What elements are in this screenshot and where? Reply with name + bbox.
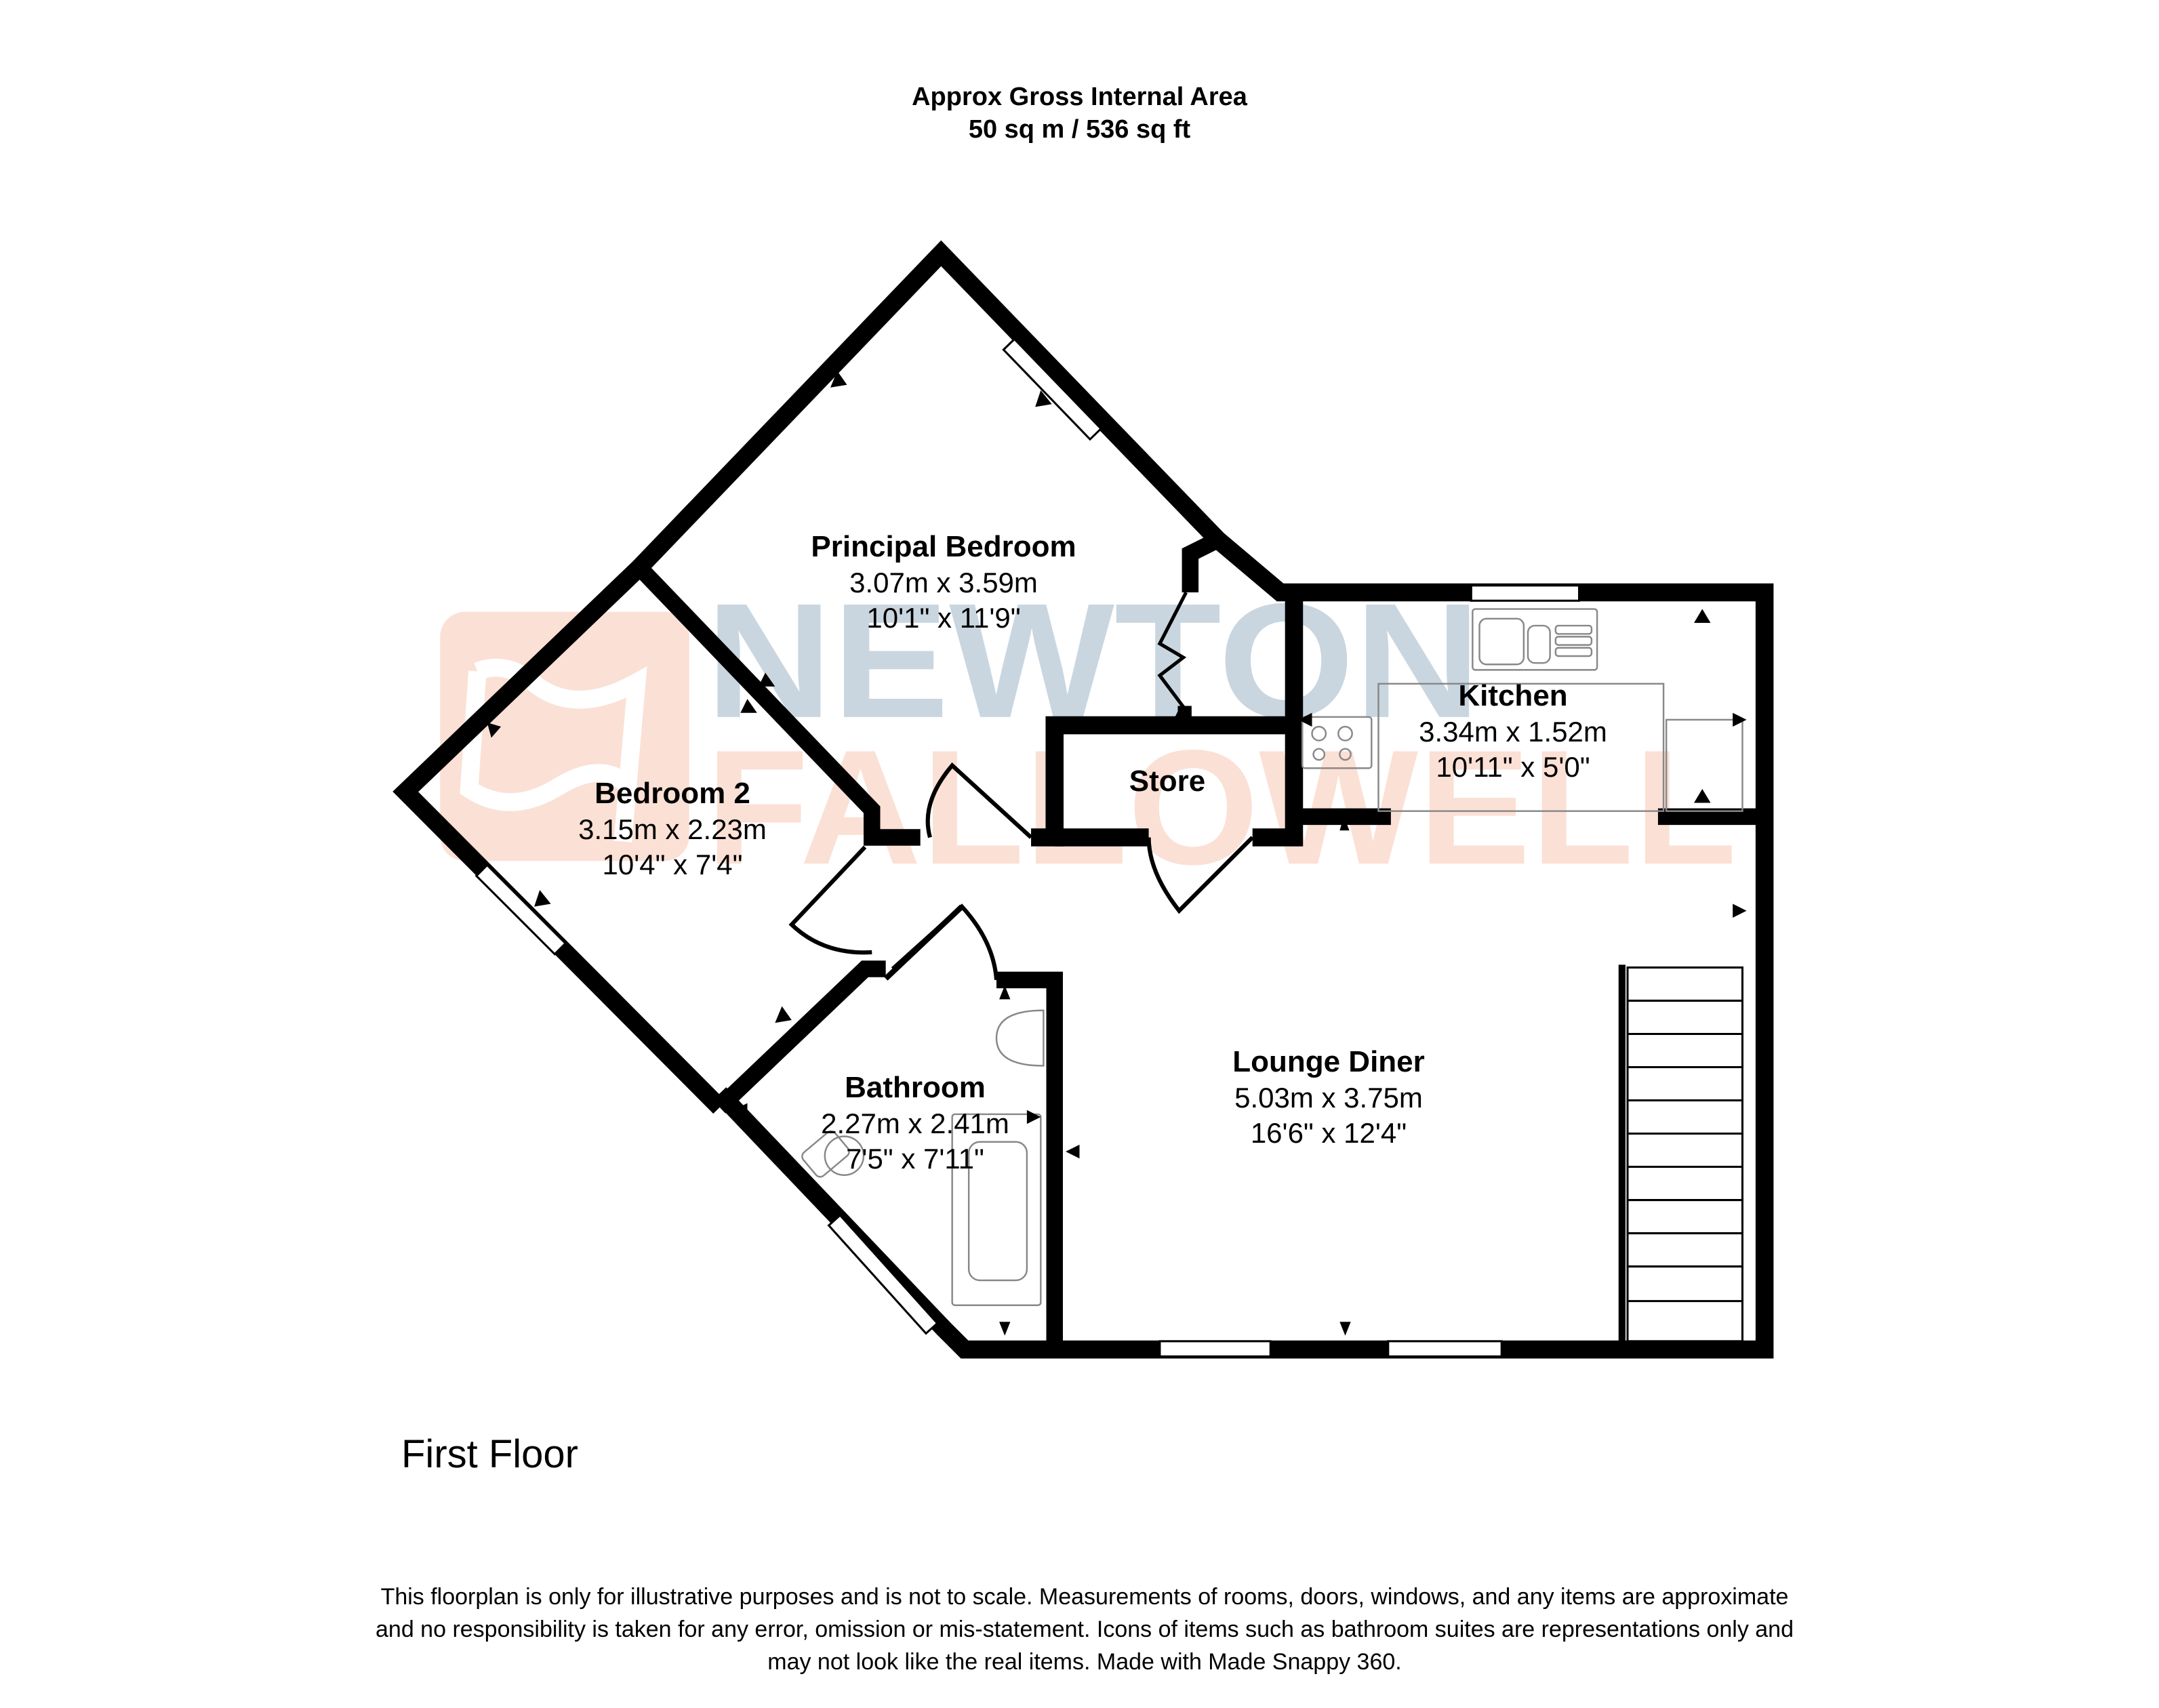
walls <box>392 240 1774 1359</box>
window-principal <box>1002 338 1103 441</box>
wall-bed2-outer <box>392 561 727 1114</box>
kitchen-worktop <box>1377 683 1665 812</box>
room-imperial: 10'4" x 7'4" <box>602 849 743 880</box>
wall-store <box>1031 716 1287 847</box>
bath-icon <box>951 1113 1042 1306</box>
disclaimer-line-1: This floorplan is only for illustrative … <box>380 1584 1789 1610</box>
room-imperial: 7'5" x 7'11" <box>846 1143 984 1175</box>
toilet-icon <box>801 1130 865 1178</box>
room-imperial: 10'11" x 5'0" <box>1436 751 1590 783</box>
wall-bath-lounge <box>996 971 1063 1343</box>
area-value: 50 sq m / 536 sq ft <box>968 115 1191 144</box>
arrow-markers <box>487 371 1747 1336</box>
wall-principal-bed2 <box>633 561 921 846</box>
wall-bed2-bath <box>714 960 886 1114</box>
room-kitchen: Kitchen 3.34m x 1.52m 10'11" x 5'0" <box>1419 678 1607 785</box>
door-store <box>1146 836 1254 914</box>
room-name: Kitchen <box>1458 679 1568 712</box>
room-lounge-diner: Lounge Diner 5.03m x 3.75m 16'6" x 12'4" <box>1232 1044 1425 1151</box>
room-name: Bathroom <box>845 1071 986 1104</box>
wall-principal-top-left <box>632 240 1225 574</box>
window-bed2 <box>475 863 567 956</box>
room-metric: 3.07m x 3.59m <box>849 567 1038 598</box>
door-bed2 <box>788 845 872 955</box>
doors <box>788 591 1254 981</box>
room-bathroom: Bathroom 2.27m x 2.41m 7'5" x 7'11" <box>821 1070 1009 1177</box>
basin-icon <box>995 1009 1045 1067</box>
door-wardrobe <box>1157 591 1188 710</box>
wall-principal-wardrobe <box>1182 532 1222 593</box>
windows <box>475 338 1581 1358</box>
room-name: Principal Bedroom <box>811 530 1076 563</box>
room-bedroom-2: Bedroom 2 3.15m x 2.23m 10'4" x 7'4" <box>578 775 767 882</box>
door-principal <box>925 762 1033 839</box>
room-imperial: 16'6" x 12'4" <box>1250 1117 1407 1149</box>
room-name: Store <box>1129 765 1206 798</box>
floor-label: First Floor <box>401 1432 578 1476</box>
disclaimer-line-2: and no responsibility is taken for any e… <box>376 1616 1794 1642</box>
wall-store-right <box>1252 595 1304 847</box>
kitchen-sink-icon <box>1472 608 1598 671</box>
flag-icon <box>460 658 647 842</box>
window-kitchen <box>1470 584 1581 602</box>
fixtures <box>801 608 1743 1306</box>
room-metric: 2.27m x 2.41m <box>821 1107 1009 1139</box>
area-title: Approx Gross Internal Area <box>912 83 1247 111</box>
room-principal-bedroom: Principal Bedroom 3.07m x 3.59m 10'1" x … <box>811 529 1076 636</box>
room-name: Bedroom 2 <box>594 777 750 810</box>
disclaimer-line-3: may not look like the real items. Made w… <box>767 1649 1402 1675</box>
staircase <box>1626 966 1743 1343</box>
window-lounge-2 <box>1387 1340 1503 1358</box>
room-metric: 5.03m x 3.75m <box>1234 1082 1423 1114</box>
room-imperial: 10'1" x 11'9" <box>866 602 1021 634</box>
room-metric: 3.15m x 2.23m <box>578 813 767 845</box>
room-metric: 3.34m x 1.52m <box>1419 716 1607 748</box>
window-bath <box>827 1213 939 1335</box>
hob-icon <box>1301 716 1373 769</box>
room-name: Lounge Diner <box>1232 1045 1425 1078</box>
door-bathroom <box>891 903 999 981</box>
kitchen-unit <box>1665 718 1743 812</box>
wall-principal-right <box>713 533 1774 1359</box>
disclaimer: This floorplan is only for illustrative … <box>271 1581 1898 1678</box>
window-lounge-1 <box>1158 1340 1272 1358</box>
room-store: Store <box>1129 763 1205 800</box>
